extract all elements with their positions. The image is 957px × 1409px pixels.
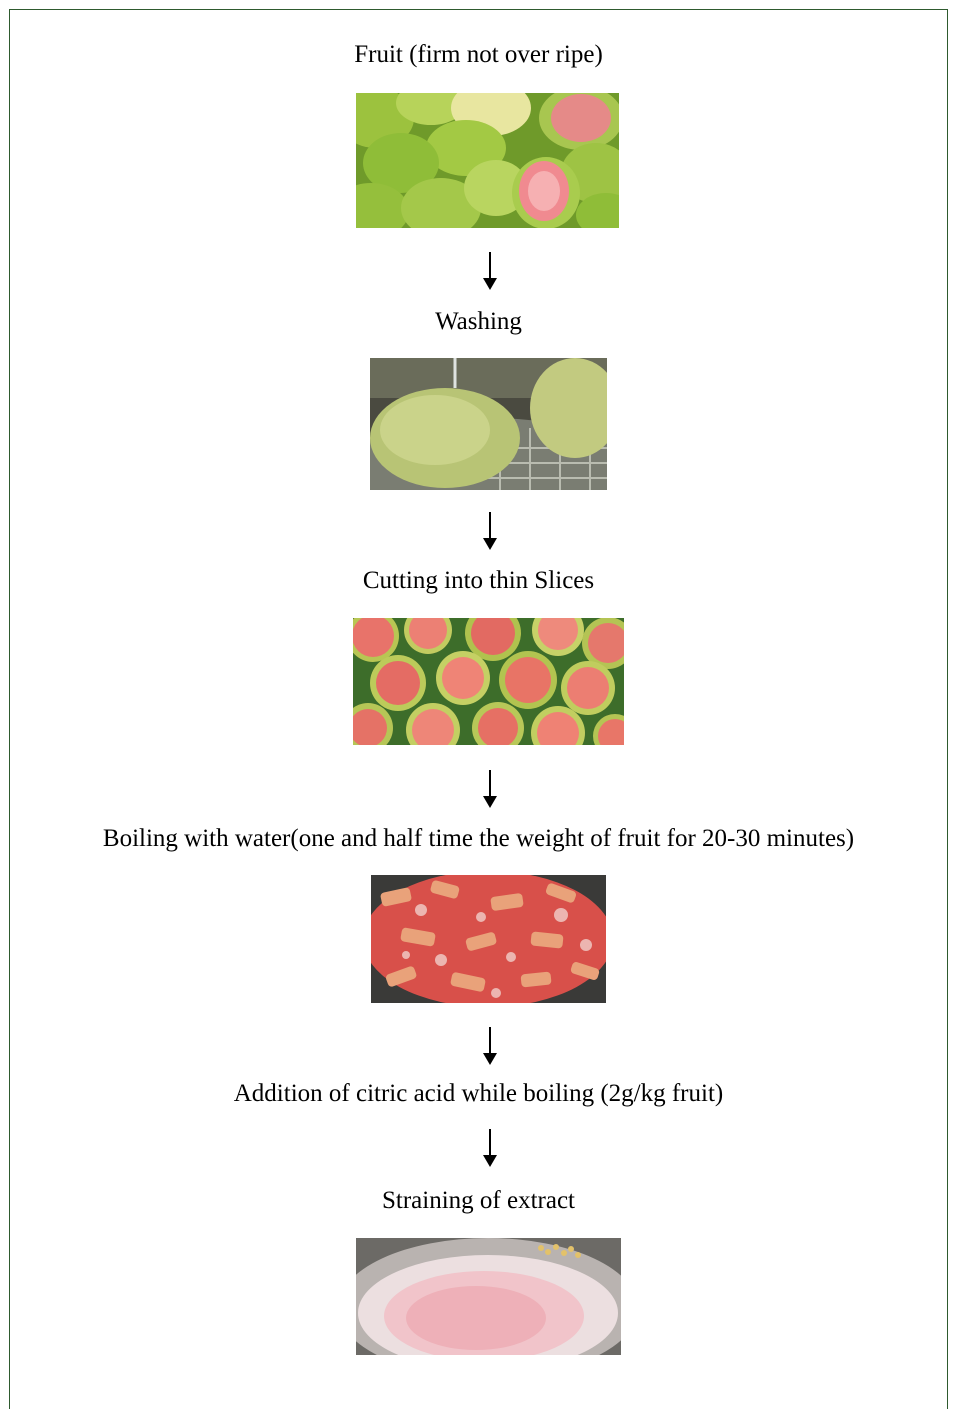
down-arrow-icon (480, 250, 500, 292)
step-fruit-label: Fruit (firm not over ripe) (0, 40, 957, 70)
step-cutting-label: Cutting into thin Slices (0, 566, 957, 596)
boiling-guava-photo (371, 875, 606, 1003)
washing-guava-photo (370, 358, 607, 490)
step-boiling-label: Boiling with water(one and half time the… (0, 824, 957, 854)
step-citric-acid-label: Addition of citric acid while boiling (2… (0, 1079, 957, 1109)
down-arrow-icon (480, 510, 500, 552)
strained-extract-photo (356, 1238, 621, 1355)
down-arrow-icon (480, 1127, 500, 1169)
down-arrow-icon (480, 1025, 500, 1067)
down-arrow-icon (480, 768, 500, 810)
step-washing-label: Washing (0, 307, 957, 337)
guava-slices-photo (353, 618, 624, 745)
whole-guavas-photo (356, 93, 619, 228)
step-straining-label: Straining of extract (0, 1186, 957, 1216)
